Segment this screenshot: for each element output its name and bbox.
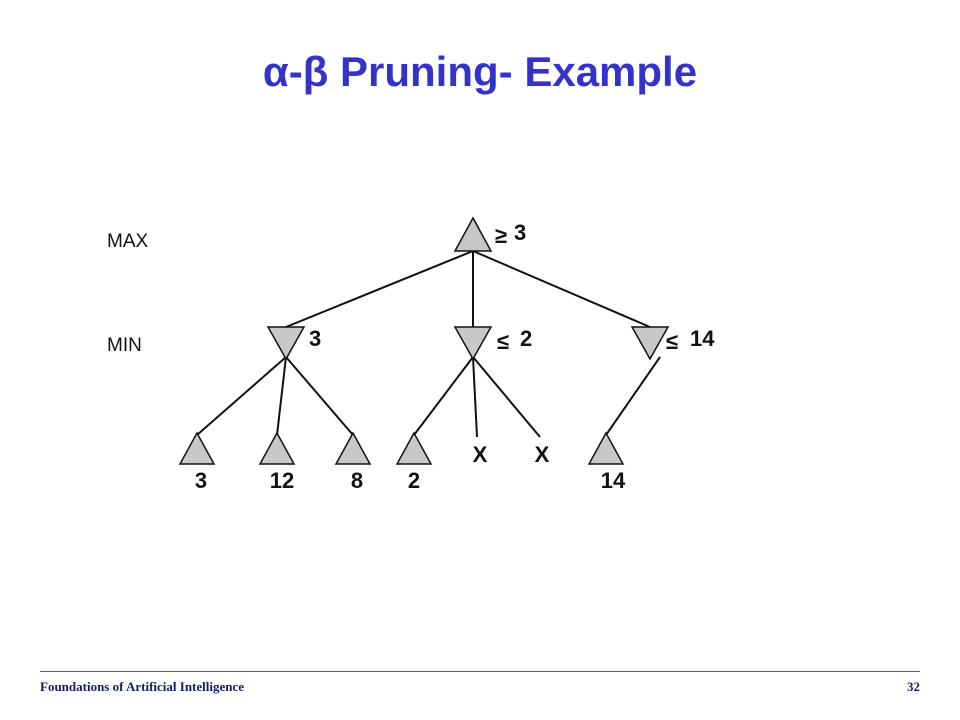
edge-min1-leaf3: [285, 356, 354, 436]
leaf-node-3: [334, 431, 372, 465]
min-node-3-bound-symbol: ≤: [666, 329, 678, 354]
pruned-marker-1: X: [473, 442, 488, 467]
leaf-value-5: 14: [601, 468, 626, 493]
leaf-node-2: [258, 431, 296, 465]
min-node-1: [266, 326, 306, 361]
leaf-value-2: 12: [270, 468, 294, 493]
footer-page-number: 32: [907, 679, 920, 694]
min-node-1-value: 3: [309, 326, 321, 351]
leaf-value-4: 2: [408, 468, 420, 493]
pruned-marker-2: X: [535, 442, 550, 467]
min-node-2: [453, 326, 493, 361]
edge-min1-leaf2: [276, 356, 287, 436]
min-node-3-value: 14: [690, 326, 715, 351]
leaf-node-5: [587, 431, 625, 465]
max-root-node: [453, 216, 493, 252]
edge-root-min3: [472, 250, 651, 328]
edge-min2-pruned2: [472, 356, 541, 438]
leaf-value-3: 8: [351, 468, 363, 493]
leaf-value-1: 3: [195, 468, 207, 493]
edge-min3-leaf5: [605, 356, 661, 436]
root-bound-symbol: ≥: [495, 223, 507, 248]
min-node-3: [630, 326, 670, 361]
root-bound-value: 3: [514, 220, 526, 245]
level-label-min: MIN: [107, 335, 142, 356]
leaf-node-1: [178, 431, 216, 465]
min-node-2-value: 2: [520, 326, 532, 351]
leaf-node-4: [395, 431, 433, 465]
slide-title: α-β Pruning- Example: [262, 48, 698, 95]
level-label-max: MAX: [107, 231, 149, 252]
footer-divider: [40, 671, 920, 672]
edge-min2-pruned1: [472, 356, 478, 438]
edge-min1-leaf1: [196, 356, 287, 436]
min-node-2-bound-symbol: ≤: [497, 329, 509, 354]
edge-min2-leaf4: [413, 356, 474, 436]
tree-edges: [196, 250, 661, 438]
edge-root-min1: [285, 250, 474, 328]
footer-course-title: Foundations of Artificial Intelligence: [40, 679, 245, 694]
